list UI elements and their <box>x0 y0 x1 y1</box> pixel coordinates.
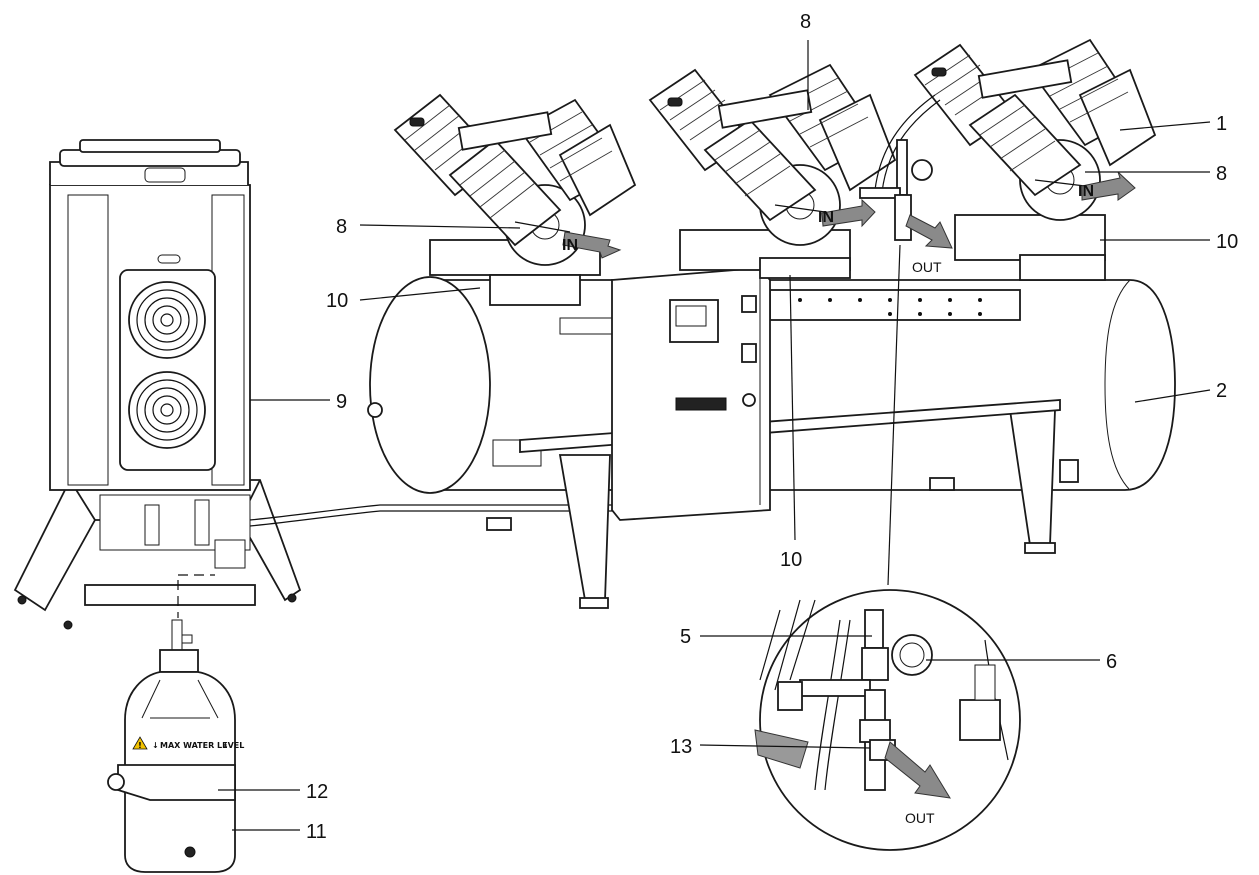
callout-11: 11 <box>306 821 327 843</box>
svg-text:OUT: OUT <box>912 259 942 275</box>
callout-1: 1 <box>1216 113 1227 135</box>
dryer-fan-upper <box>128 281 206 359</box>
callout-8-right: 8 <box>1216 163 1227 185</box>
callout-10-right: 10 <box>1216 231 1238 253</box>
control-box <box>611 267 771 521</box>
inlet-arrow-left <box>562 231 622 259</box>
condensate-bottle: ! ↓ MAX WATER LEVEL ↓ <box>107 619 244 873</box>
svg-text:!: ! <box>138 741 142 750</box>
receiver-tank <box>367 276 1176 609</box>
svg-text:↓: ↓ <box>152 741 159 750</box>
outlet-arrow <box>905 214 953 249</box>
svg-text:IN: IN <box>562 237 578 254</box>
callout-10-left: 10 <box>326 290 348 312</box>
callout-leaders <box>218 40 1211 831</box>
svg-text:OUT: OUT <box>905 810 935 826</box>
callout-6: 6 <box>1106 651 1117 673</box>
max-water-level-label: ! ↓ MAX WATER LEVEL ↓ <box>132 736 244 750</box>
callout-12: 12 <box>306 781 328 803</box>
svg-text:IN: IN <box>818 209 834 226</box>
inlet-arrow-right <box>1081 171 1136 201</box>
air-dryer <box>13 139 620 630</box>
callout-8-top: 8 <box>800 11 811 33</box>
callout-9: 9 <box>336 391 347 413</box>
callout-labels: 1 2 8 8 8 9 10 10 10 5 6 13 12 11 <box>306 11 1238 843</box>
compressor-head-left: IN <box>393 93 637 306</box>
svg-text:MAX WATER LEVEL: MAX WATER LEVEL <box>160 741 244 750</box>
callout-5: 5 <box>680 626 691 648</box>
svg-text:↓: ↓ <box>222 741 229 750</box>
callout-10-bottom: 10 <box>780 549 802 571</box>
dryer-fan-lower <box>128 371 206 449</box>
compressor-head-right: IN <box>913 38 1157 281</box>
compressor-head-middle: IN <box>648 63 897 279</box>
callout-8-left: 8 <box>336 216 347 238</box>
callout-2: 2 <box>1216 380 1227 402</box>
callout-13: 13 <box>670 736 692 758</box>
inlet-arrow-middle <box>821 198 876 228</box>
svg-text:IN: IN <box>1078 183 1094 200</box>
outlet-valve-detail: OUT <box>754 589 1021 851</box>
outlet-valve-assembly: OUT <box>859 139 953 275</box>
